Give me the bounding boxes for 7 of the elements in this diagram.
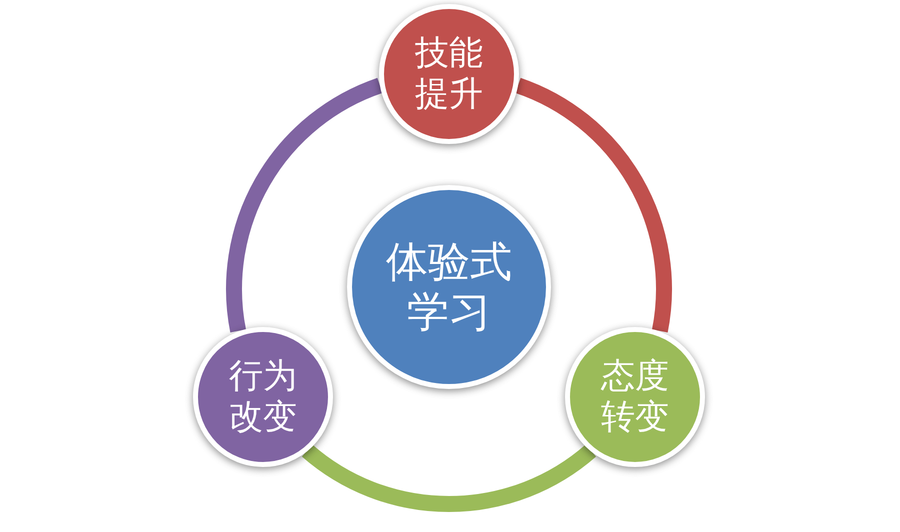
node-label: 技能提升 xyxy=(414,33,484,115)
ring-arc xyxy=(302,444,596,512)
node-label: 行为改变 xyxy=(228,356,298,438)
ring-arc xyxy=(226,78,383,332)
ring-arc xyxy=(515,78,672,332)
node-label: 体验式学习 xyxy=(385,236,513,338)
node-label: 态度转变 xyxy=(600,356,670,438)
